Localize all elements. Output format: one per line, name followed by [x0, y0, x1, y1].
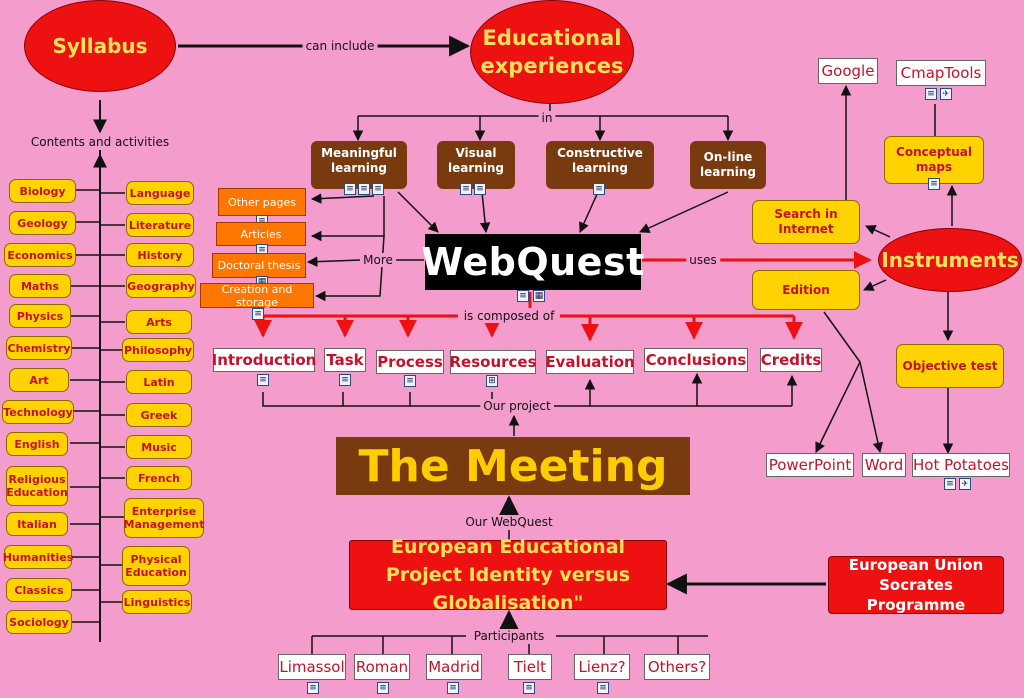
tool-powerpoint[interactable]: PowerPoint [766, 453, 854, 477]
film-icon[interactable] [533, 290, 545, 302]
launch-icon[interactable] [940, 88, 952, 100]
more-doctoral-thesis[interactable]: Doctoral thesis [212, 253, 306, 278]
subject-humanities[interactable]: Humanities [3, 545, 73, 569]
component-evaluation[interactable]: Evaluation [545, 350, 635, 374]
can-include-label: can include [302, 39, 378, 53]
city-limassol[interactable]: Limassol [278, 654, 346, 680]
component-resources[interactable]: Resources [449, 350, 537, 374]
instruments-node[interactable]: Instruments [878, 228, 1022, 292]
subject-english[interactable]: English [6, 432, 68, 456]
subject-linguistics[interactable]: Linguistics [122, 590, 192, 614]
subject-music[interactable]: Music [126, 435, 192, 459]
tool-objective-test[interactable]: Objective test [896, 344, 1004, 388]
document-icon[interactable] [517, 290, 529, 302]
hierarchy-icon[interactable] [486, 375, 498, 387]
subject-enterprise-management[interactable]: Enterprise Management [124, 498, 205, 538]
document-icon[interactable] [257, 374, 269, 386]
syllabus-node[interactable]: Syllabus [24, 0, 176, 92]
subject-physical-education[interactable]: Physical Education [122, 546, 190, 586]
document-icon[interactable] [925, 88, 937, 100]
tool-hot-potatoes[interactable]: Hot Potatoes [912, 453, 1010, 477]
subject-greek[interactable]: Greek [126, 403, 192, 427]
tool-search-internet[interactable]: Search in Internet [752, 200, 860, 244]
subject-chemistry[interactable]: Chemistry [6, 336, 72, 360]
learning-online[interactable]: On-line learning [690, 141, 766, 189]
in-label: in [538, 111, 556, 125]
learning-visual[interactable]: Visual learning [437, 141, 515, 189]
our-project-label: Our project [480, 399, 554, 413]
tool-edition[interactable]: Edition [752, 270, 860, 310]
webquest-node[interactable]: WebQuest [421, 234, 644, 290]
is-composed-of-label: is composed of [460, 309, 558, 323]
more-other-pages[interactable]: Other pages [218, 188, 306, 216]
subject-geography[interactable]: Geography [126, 274, 196, 298]
tool-cmaptools[interactable]: CmapTools [896, 60, 986, 86]
subject-economics[interactable]: Economics [4, 243, 76, 267]
tool-google[interactable]: Google [818, 58, 878, 84]
document-icon[interactable] [377, 682, 389, 694]
subject-literature[interactable]: Literature [126, 213, 194, 237]
subject-latin[interactable]: Latin [126, 370, 192, 394]
document-icon[interactable] [474, 183, 486, 195]
subject-religious-education[interactable]: Religious Education [6, 466, 68, 506]
document-icon[interactable] [460, 183, 472, 195]
launch-icon[interactable] [959, 478, 971, 490]
component-conclusions[interactable]: Conclusions [644, 348, 748, 372]
more-articles[interactable]: Articles [216, 222, 306, 246]
subject-sociology[interactable]: Sociology [6, 610, 72, 634]
our-webquest-label: Our WebQuest [462, 515, 556, 529]
european-project-node[interactable]: European Educational Project Identity ve… [349, 536, 667, 614]
document-icon[interactable] [944, 478, 956, 490]
subject-french[interactable]: French [126, 466, 192, 490]
city-lienz[interactable]: Lienz? [574, 654, 630, 680]
tool-word[interactable]: Word [862, 453, 906, 477]
subject-biology[interactable]: Biology [9, 179, 76, 203]
document-icon[interactable] [447, 682, 459, 694]
document-icon[interactable] [307, 682, 319, 694]
learning-constructive[interactable]: Constructive learning [546, 141, 654, 189]
educational-experiences-node[interactable]: Educational experiences [470, 0, 634, 104]
document-icon[interactable] [593, 183, 605, 195]
document-icon[interactable] [597, 682, 609, 694]
subject-geology[interactable]: Geology [9, 211, 76, 235]
tool-conceptual-maps[interactable]: Conceptual maps [884, 136, 984, 184]
the-meeting-node[interactable]: The Meeting [336, 437, 690, 495]
document-icon[interactable] [523, 682, 535, 694]
document-icon[interactable] [358, 183, 370, 195]
document-icon[interactable] [339, 374, 351, 386]
city-tielt[interactable]: Tielt [508, 654, 552, 680]
component-task[interactable]: Task [324, 348, 366, 372]
document-icon[interactable] [252, 308, 264, 320]
subject-art[interactable]: Art [9, 368, 69, 392]
subject-philosophy[interactable]: Philosophy [122, 338, 194, 362]
more-creation-storage[interactable]: Creation and storage [200, 283, 314, 309]
city-madrid[interactable]: Madrid [426, 654, 482, 680]
subject-language[interactable]: Language [126, 181, 194, 205]
subject-classics[interactable]: Classics [6, 578, 72, 602]
subject-technology[interactable]: Technology [2, 400, 74, 424]
component-credits[interactable]: Credits [760, 348, 822, 372]
more-label: More [360, 253, 396, 267]
contents-activities-label: Contents and activities [27, 135, 173, 149]
subject-maths[interactable]: Maths [9, 274, 71, 298]
city-roman[interactable]: Roman [354, 654, 410, 680]
subject-history[interactable]: History [126, 243, 194, 267]
european-union-node[interactable]: European Union Socrates Programme [828, 556, 1004, 614]
component-process[interactable]: Process [376, 350, 444, 374]
subject-italian[interactable]: Italian [6, 512, 68, 536]
document-icon[interactable] [404, 375, 416, 387]
city-others[interactable]: Others? [644, 654, 710, 680]
subject-arts[interactable]: Arts [126, 310, 192, 334]
participants-label: Participants [470, 629, 548, 643]
document-icon[interactable] [372, 183, 384, 195]
document-icon[interactable] [928, 178, 940, 190]
uses-label: uses [686, 253, 720, 267]
learning-meaningful[interactable]: Meaningful learning [311, 141, 407, 189]
document-icon[interactable] [344, 183, 356, 195]
component-introduction[interactable]: Introduction [212, 348, 316, 372]
subject-physics[interactable]: Physics [9, 304, 71, 328]
